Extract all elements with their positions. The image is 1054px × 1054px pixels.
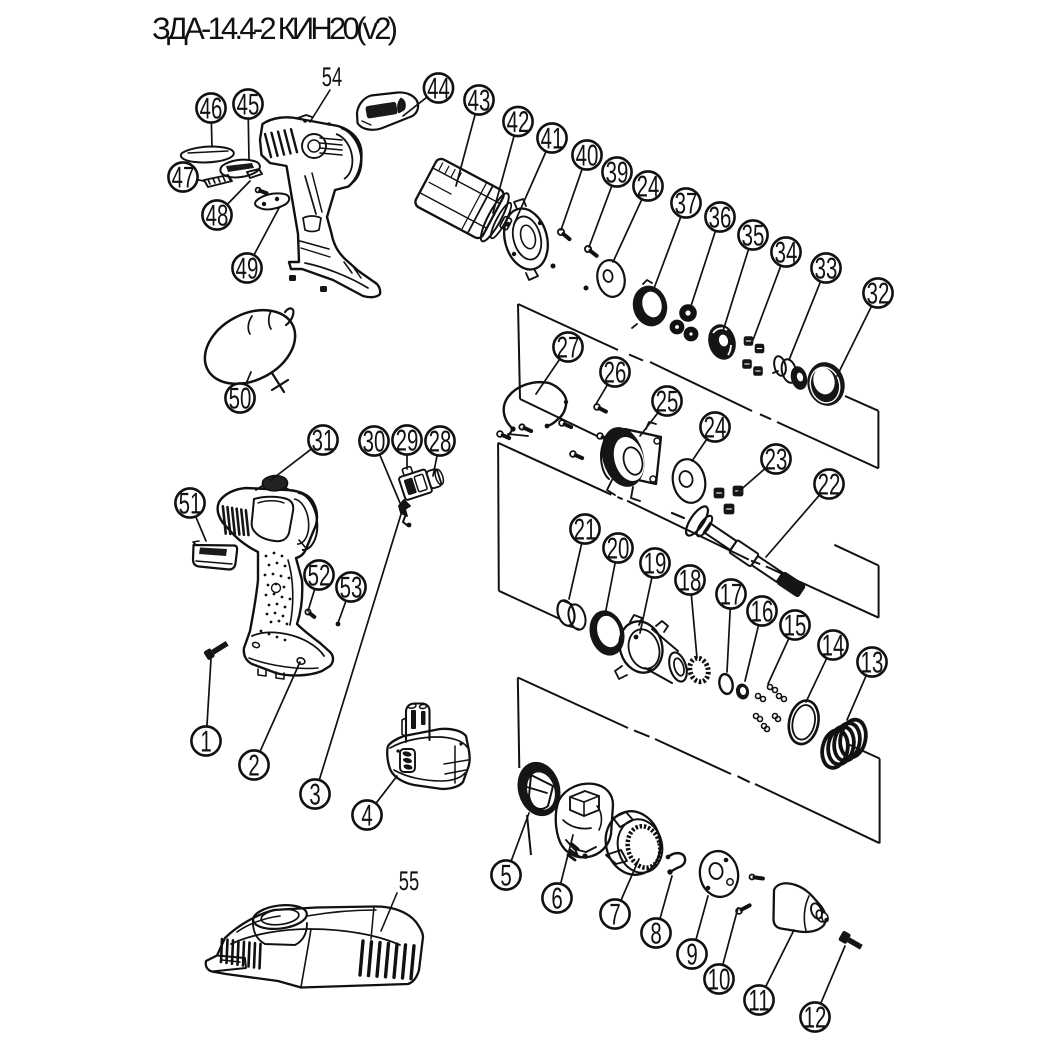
svg-text:55: 55 xyxy=(399,866,419,896)
svg-text:44: 44 xyxy=(427,73,450,106)
svg-text:48: 48 xyxy=(206,200,229,233)
svg-text:34: 34 xyxy=(775,237,798,270)
svg-text:19: 19 xyxy=(644,548,667,581)
svg-text:22: 22 xyxy=(818,469,841,502)
svg-text:42: 42 xyxy=(507,106,530,139)
svg-text:18: 18 xyxy=(679,565,702,598)
svg-text:17: 17 xyxy=(720,579,743,612)
svg-text:31: 31 xyxy=(312,425,335,458)
svg-text:20: 20 xyxy=(607,533,630,566)
svg-text:41: 41 xyxy=(541,123,564,156)
svg-text:6: 6 xyxy=(551,883,562,916)
svg-text:24: 24 xyxy=(704,412,727,445)
svg-text:32: 32 xyxy=(867,278,890,311)
svg-text:4: 4 xyxy=(361,800,372,833)
svg-text:52: 52 xyxy=(308,560,331,593)
svg-text:39: 39 xyxy=(606,157,629,190)
svg-text:10: 10 xyxy=(708,964,731,997)
svg-text:21: 21 xyxy=(574,514,597,547)
svg-text:30: 30 xyxy=(363,426,386,459)
svg-text:47: 47 xyxy=(172,162,195,195)
svg-text:45: 45 xyxy=(237,89,260,122)
svg-text:13: 13 xyxy=(861,647,884,680)
svg-text:27: 27 xyxy=(557,332,580,365)
svg-text:8: 8 xyxy=(650,918,661,951)
svg-text:23: 23 xyxy=(765,444,788,477)
svg-text:37: 37 xyxy=(675,188,698,221)
svg-text:46: 46 xyxy=(200,93,223,126)
svg-text:29: 29 xyxy=(396,425,419,458)
svg-text:11: 11 xyxy=(748,985,769,1018)
svg-text:28: 28 xyxy=(429,426,452,459)
svg-text:26: 26 xyxy=(604,357,627,390)
svg-text:40: 40 xyxy=(576,140,599,173)
svg-text:53: 53 xyxy=(340,572,363,605)
svg-text:1: 1 xyxy=(200,726,211,759)
svg-text:7: 7 xyxy=(609,899,620,932)
svg-text:2: 2 xyxy=(248,750,259,783)
svg-text:12: 12 xyxy=(804,1002,827,1035)
svg-text:43: 43 xyxy=(468,85,491,118)
svg-text:9: 9 xyxy=(686,939,697,972)
svg-text:5: 5 xyxy=(500,860,511,893)
svg-text:16: 16 xyxy=(751,596,774,629)
svg-text:50: 50 xyxy=(229,383,252,416)
svg-text:ЗДА-14.4-2 КИН20(v2): ЗДА-14.4-2 КИН20(v2) xyxy=(152,11,398,46)
svg-text:49: 49 xyxy=(236,253,259,286)
svg-text:14: 14 xyxy=(822,630,845,663)
svg-text:51: 51 xyxy=(179,488,202,521)
svg-text:3: 3 xyxy=(309,779,320,812)
svg-text:54: 54 xyxy=(322,62,342,92)
svg-text:33: 33 xyxy=(815,253,838,286)
svg-text:35: 35 xyxy=(742,220,765,253)
svg-text:36: 36 xyxy=(709,202,732,235)
svg-text:25: 25 xyxy=(656,386,679,419)
svg-text:24: 24 xyxy=(637,171,660,204)
svg-text:15: 15 xyxy=(784,610,807,643)
